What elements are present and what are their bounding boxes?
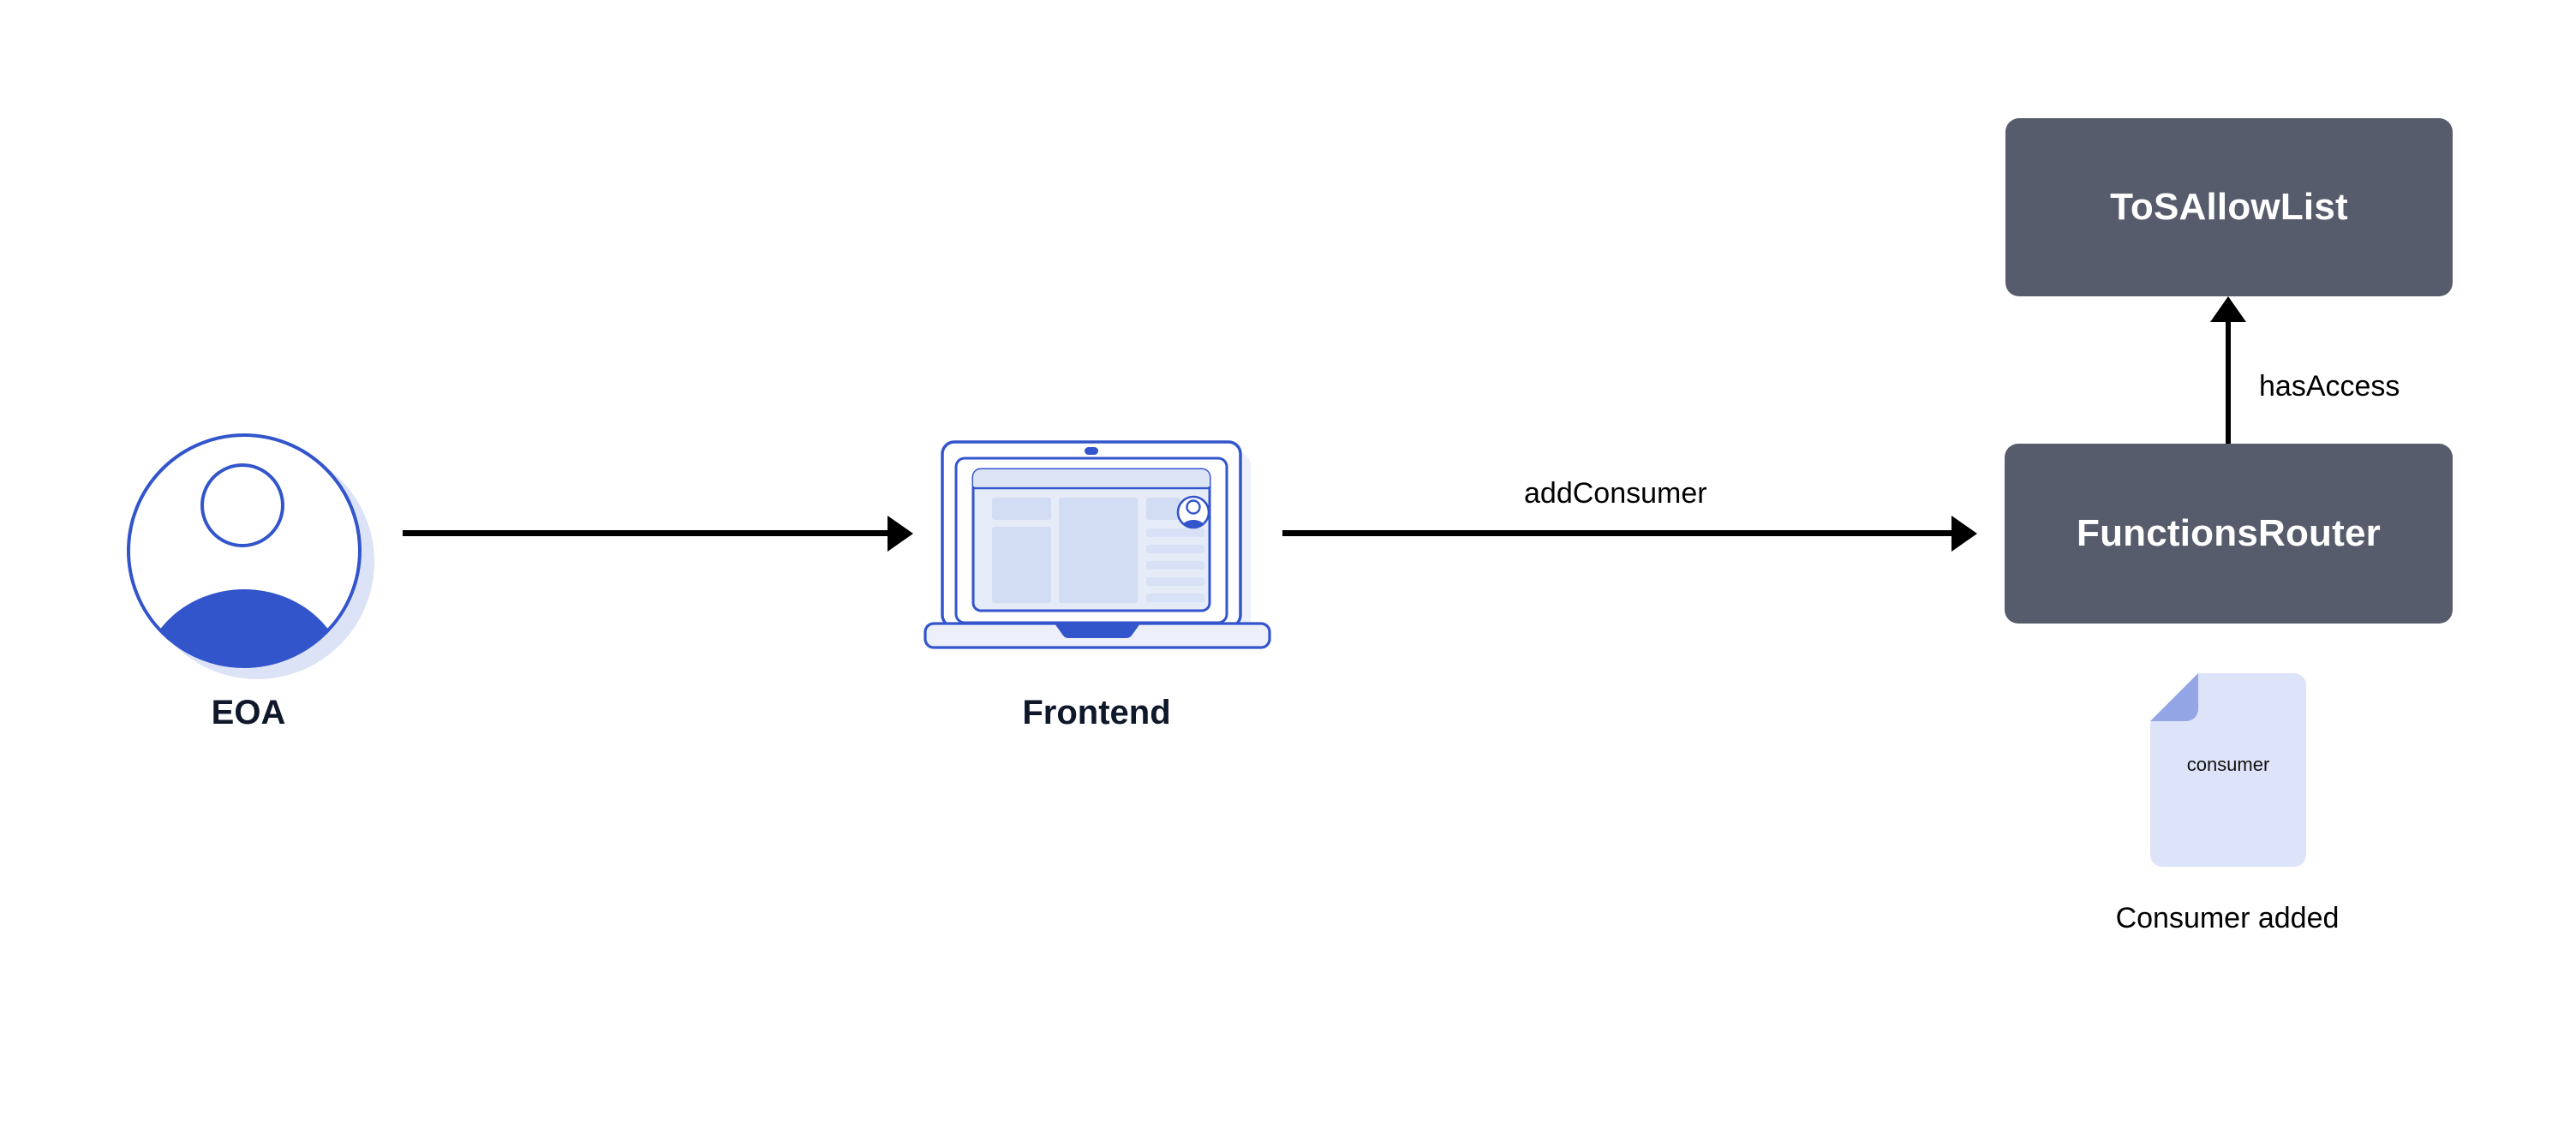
arrow-frontend-to-functionsrouter — [1282, 530, 1955, 536]
arrow-eoa-to-frontend — [403, 530, 891, 536]
laptop-icon — [913, 427, 1282, 660]
document-filename: consumer — [2186, 754, 2270, 775]
node-tosallowlist[interactable]: ToSAllowList — [2005, 118, 2453, 296]
document-file-icon — [2150, 673, 2306, 867]
consumer-added-caption: Consumer added — [2115, 902, 2340, 934]
eoa-label: EOA — [211, 694, 286, 731]
edge-label-has-access: hasAccess — [2259, 370, 2400, 403]
user-avatar-icon — [120, 427, 377, 683]
frontend-label: Frontend — [1022, 694, 1171, 731]
arrow-functionsrouter-to-tosallowlist — [2226, 319, 2231, 445]
functionsrouter-label: FunctionsRouter — [2077, 512, 2381, 554]
node-functionsrouter[interactable]: FunctionsRouter — [2005, 444, 2453, 624]
edge-label-add-consumer: addConsumer — [1524, 477, 1707, 510]
tosallowlist-label: ToSAllowList — [2110, 186, 2348, 228]
